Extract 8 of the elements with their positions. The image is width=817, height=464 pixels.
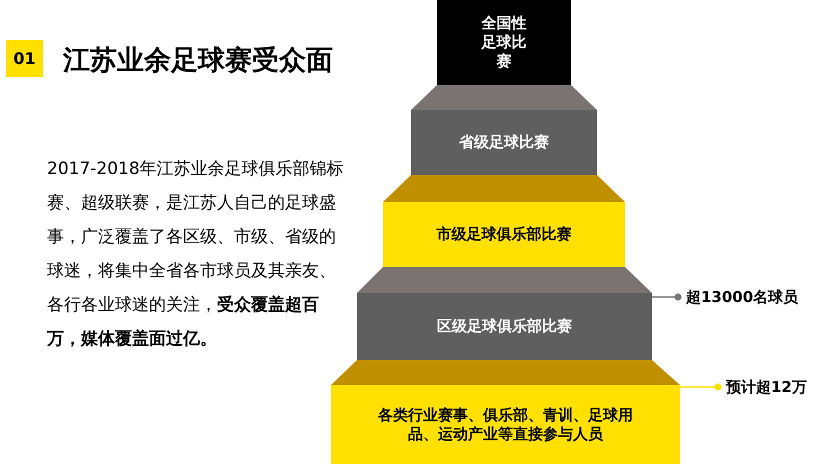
leader-line xyxy=(652,294,682,300)
callout-text: 超13000名球员 xyxy=(686,287,798,307)
description-paragraph: 2017-2018年江苏业余足球俱乐部锦标赛、超级联赛，是江苏人自己的足球盛事，广泛覆盖了各区级、市级、省级的球迷，将集中全省各市球员及其亲友、各行各业球迷的关注，受众覆盖超百万，媒体覆盖面过亿。 xyxy=(47,158,345,351)
callout-text: 预计超12万 xyxy=(726,377,807,397)
slide-title: 江苏业余足球赛受众面 xyxy=(63,44,333,78)
section-number-badge: 01 xyxy=(6,40,43,77)
leader-line xyxy=(680,384,722,390)
pyramid-step: 全国性足球比赛 xyxy=(437,0,571,85)
